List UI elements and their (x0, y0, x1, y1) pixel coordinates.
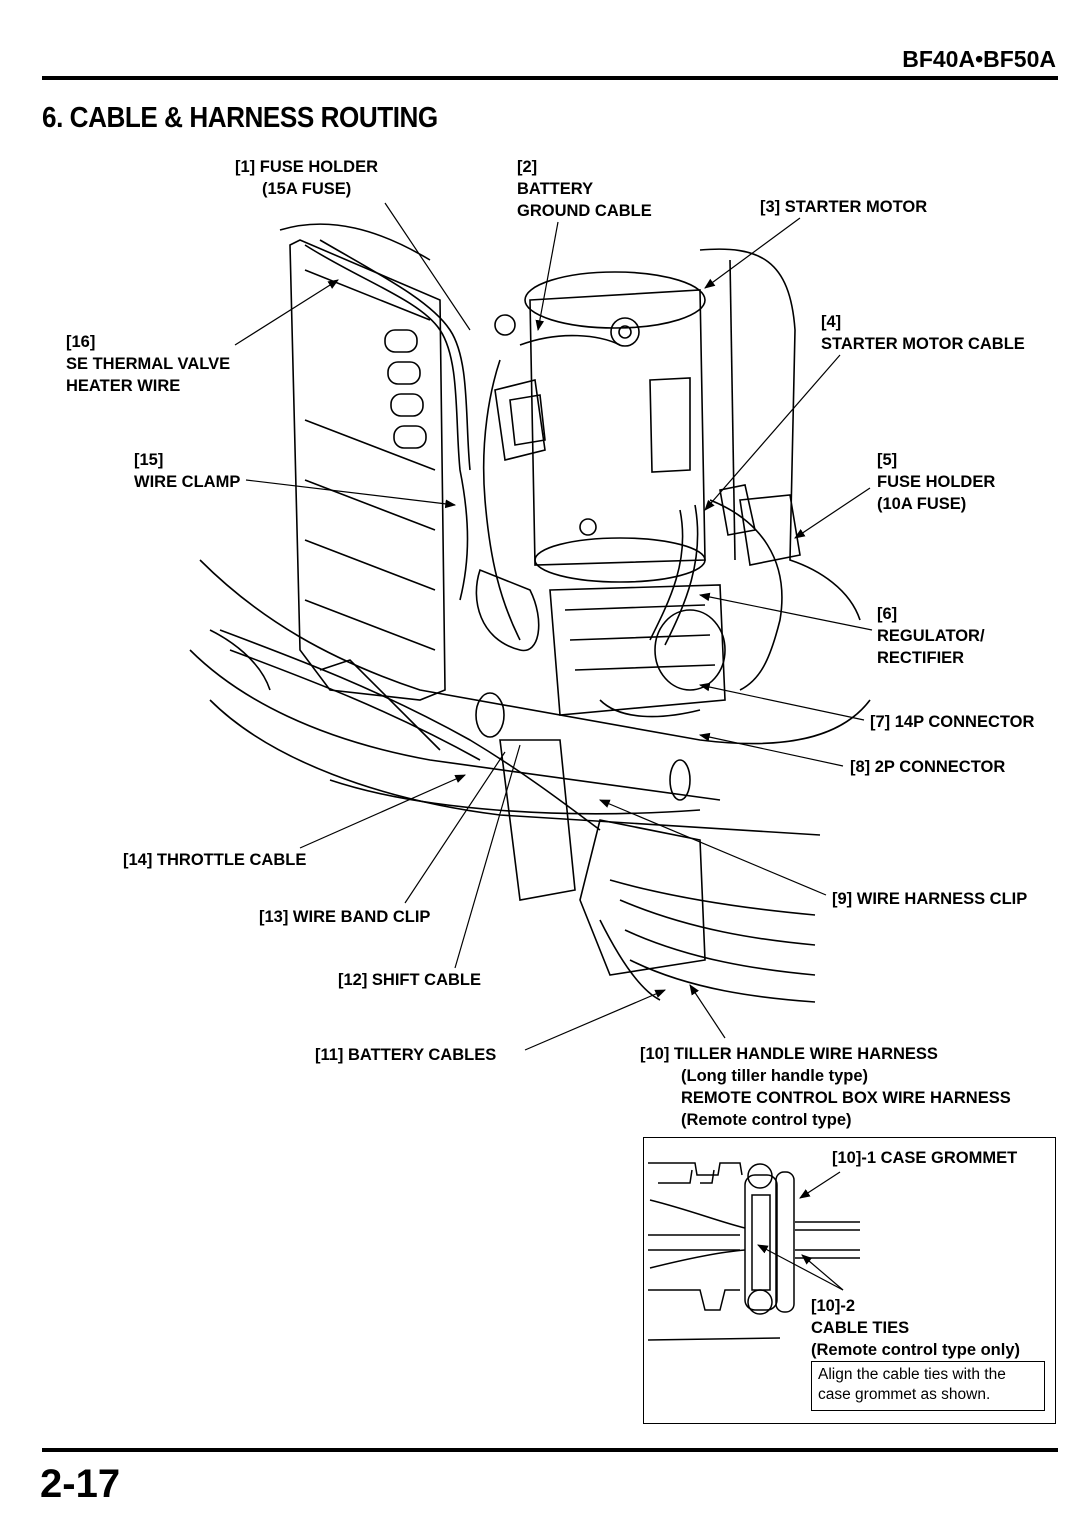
label-se-thermal-valve-heater-wire: [16] SE THERMAL VALVE HEATER WIRE (66, 333, 231, 395)
label-starter-motor: [3] STARTER MOTOR (760, 198, 928, 216)
label-battery-ground-cable: [2] BATTERY GROUND CABLE (517, 158, 652, 220)
label-fuse-holder-10a: [5] FUSE HOLDER (10A FUSE) (877, 451, 996, 513)
label-regulator-rectifier: [6] REGULATOR/ RECTIFIER (877, 605, 985, 667)
label-2p-connector: [8] 2P CONNECTOR (850, 758, 1006, 776)
section-title: 6. CABLE & HARNESS ROUTING (42, 102, 438, 134)
page-number: 2-17 (40, 1462, 121, 1506)
label-tiller-handle-wire-harness: [10] TILLER HANDLE WIRE HARNESS (Long ti… (640, 1045, 1011, 1129)
label-starter-motor-cable: [4] STARTER MOTOR CABLE (821, 313, 1025, 353)
footer-rule (42, 1448, 1058, 1452)
label-wire-band-clip: [13] WIRE BAND CLIP (259, 908, 431, 926)
label-14p-connector: [7] 14P CONNECTOR (870, 713, 1035, 731)
note-line-1: Align the cable ties with the (818, 1366, 1006, 1383)
label-shift-cable: [12] SHIFT CABLE (338, 971, 482, 989)
label-fuse-holder-15a: [1] FUSE HOLDER (15A FUSE) (235, 158, 379, 198)
label-wire-clamp: [15] WIRE CLAMP (134, 451, 241, 491)
model-header: BF40A•BF50A (902, 46, 1056, 72)
note-box: Align the cable ties with the case gromm… (811, 1361, 1045, 1411)
header-rule (42, 76, 1058, 80)
inset-detail-box (643, 1137, 1056, 1424)
label-wire-harness-clip: [9] WIRE HARNESS CLIP (832, 890, 1028, 908)
label-case-grommet: [10]-1 CASE GROMMET (832, 1149, 1018, 1167)
label-battery-cables: [11] BATTERY CABLES (315, 1046, 497, 1064)
note-line-2: case grommet as shown. (818, 1386, 991, 1403)
label-cable-ties: [10]-2 CABLE TIES (Remote control type o… (811, 1297, 1021, 1359)
label-throttle-cable: [14] THROTTLE CABLE (123, 851, 307, 869)
